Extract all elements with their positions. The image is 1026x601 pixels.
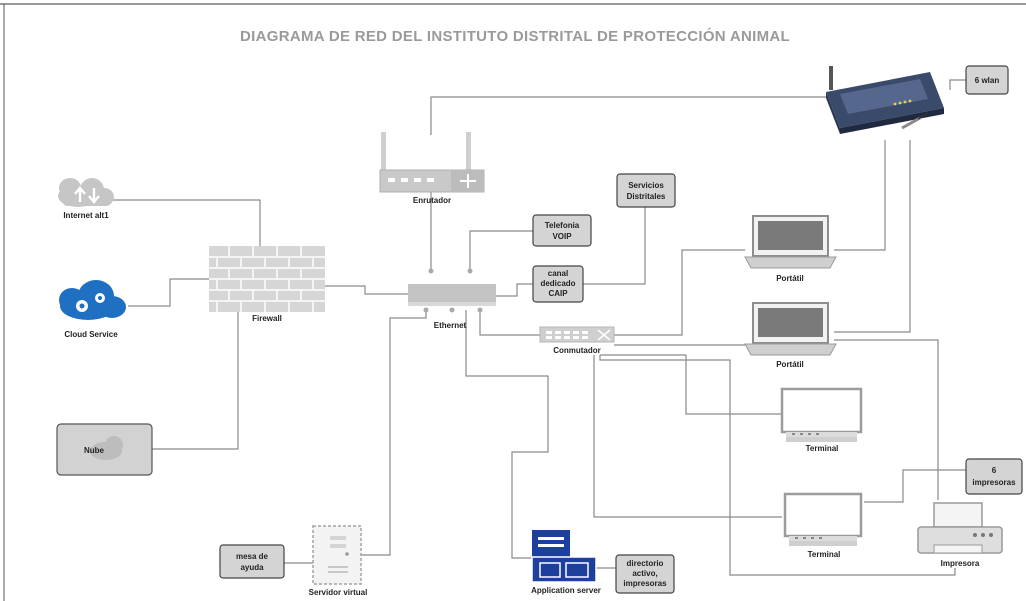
cloud-gear-icon xyxy=(59,280,126,320)
directorio-activo-note: directorio activo, impresoras xyxy=(615,554,675,594)
telefonia-note-line-2: VOIP xyxy=(552,232,572,241)
servicios-distritales-note: Servicios Distritales xyxy=(616,173,676,208)
application-server-node[interactable]: Application server xyxy=(531,530,601,595)
switch-icon xyxy=(539,326,615,343)
cloud-service-node[interactable]: Cloud Service xyxy=(59,280,126,339)
enrutador-node[interactable]: Enrutador xyxy=(379,132,485,205)
router-icon xyxy=(379,132,485,193)
telefonia-voip-note: Telefonia VOIP xyxy=(532,214,592,247)
wlan-count-note: 6 wlan xyxy=(965,65,1009,95)
impresoras-count-note: 6 impresoras xyxy=(965,458,1023,495)
directorio-note-line-1: directorio xyxy=(627,559,664,568)
laptop-icon xyxy=(744,302,837,356)
brick-wall-icon xyxy=(209,246,325,312)
ethernet-label: Ethernet xyxy=(434,321,467,330)
portatil-1-node[interactable]: Portátil xyxy=(744,215,837,283)
canal-note-line-3: CAIP xyxy=(548,289,568,298)
telefonia-note-line-1: Telefonia xyxy=(545,221,580,230)
portatil-2-node[interactable]: Portátil xyxy=(744,302,837,369)
impresora-node[interactable]: Impresora xyxy=(917,502,1003,568)
application-server-icon xyxy=(531,530,597,583)
application-server-label: Application server xyxy=(531,586,601,595)
connection-wires xyxy=(106,79,966,576)
terminal-1-label: Terminal xyxy=(806,444,839,453)
servicios-note-line-1: Servicios xyxy=(628,181,664,190)
diagram-title: DIAGRAMA DE RED DEL INSTITUTO DISTRITAL … xyxy=(240,27,790,45)
terminal-2-label: Terminal xyxy=(808,550,841,559)
desktop-terminal-icon xyxy=(780,387,863,442)
internet-label: Internet alt1 xyxy=(63,211,109,220)
portatil-2-label: Portátil xyxy=(776,360,804,369)
servidor-virtual-node[interactable]: Servidor virtual xyxy=(309,525,368,597)
terminal-1-node[interactable]: Terminal xyxy=(780,387,863,453)
nube-label: Nube xyxy=(84,446,105,455)
wlan-router-node[interactable] xyxy=(826,66,944,134)
terminal-2-node[interactable]: Terminal xyxy=(783,492,863,559)
printer-icon xyxy=(917,502,1003,554)
canal-note-line-1: canal xyxy=(548,269,568,278)
cloud-service-label: Cloud Service xyxy=(64,330,118,339)
internet-cloud-icon xyxy=(58,178,114,207)
impresoras-note-line-2: impresoras xyxy=(972,478,1016,487)
enrutador-label: Enrutador xyxy=(413,196,451,205)
nube-cloud-icon xyxy=(90,436,123,460)
servidor-virtual-label: Servidor virtual xyxy=(309,588,368,597)
internet-node[interactable]: Internet alt1 xyxy=(58,178,114,220)
directorio-note-line-2: activo, xyxy=(632,569,657,578)
desktop-terminal-icon xyxy=(783,492,863,546)
wlan-note-line-1: 6 wlan xyxy=(975,76,1000,85)
mesa-de-ayuda-note: mesa de ayuda xyxy=(219,544,285,579)
mesa-note-line-1: mesa de xyxy=(236,552,269,561)
servicios-note-line-2: Distritales xyxy=(627,192,666,201)
canal-note-line-2: dedicado xyxy=(540,279,575,288)
laptop-icon xyxy=(744,215,837,269)
firewall-label: Firewall xyxy=(252,314,282,323)
portatil-1-label: Portátil xyxy=(776,274,804,283)
impresoras-note-line-1: 6 xyxy=(992,466,997,475)
conmutador-label: Conmutador xyxy=(553,346,601,355)
nube-node[interactable]: Nube xyxy=(56,423,153,476)
wireless-router-icon xyxy=(826,66,944,134)
conmutador-node[interactable]: Conmutador xyxy=(539,326,615,355)
mesa-note-line-2: ayuda xyxy=(240,563,264,572)
ethernet-hub-icon xyxy=(408,268,496,313)
directorio-note-line-3: impresoras xyxy=(623,579,667,588)
server-tower-icon xyxy=(312,525,362,585)
firewall-node[interactable]: Firewall xyxy=(209,246,325,323)
canal-dedicado-note: canal dedicado CAIP xyxy=(532,265,584,303)
ethernet-node[interactable]: Ethernet xyxy=(408,268,496,331)
impresora-label: Impresora xyxy=(941,559,980,568)
